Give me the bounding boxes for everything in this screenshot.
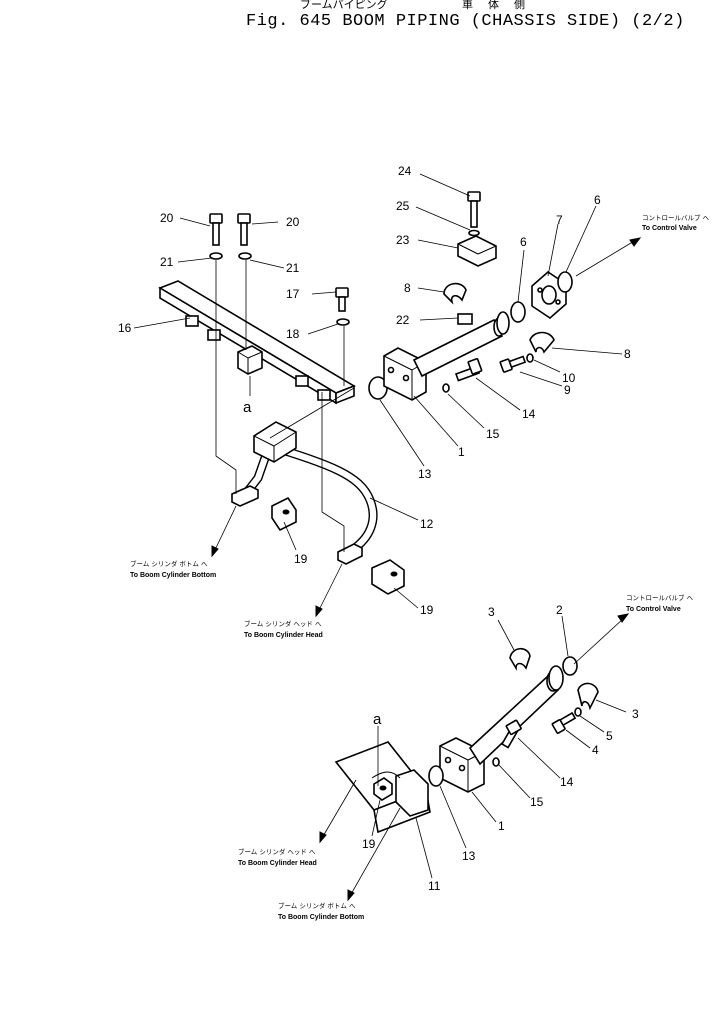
upper-assembly bbox=[133, 173, 642, 618]
callout-21: 21 bbox=[160, 255, 174, 269]
o-ring-6-inner bbox=[510, 301, 526, 323]
figure-title: Fig. 645 BOOM PIPING (CHASSIS SIDE) (2/2… bbox=[246, 12, 685, 31]
title-jp-fragment: 側 bbox=[514, 0, 525, 11]
callout-a: a bbox=[373, 711, 382, 728]
callout-6: 6 bbox=[520, 235, 527, 249]
callout-17: 17 bbox=[286, 287, 300, 301]
dest-control-valve-jp: コントロールバルブ へ bbox=[626, 593, 694, 602]
callout-1: 1 bbox=[458, 445, 465, 459]
o-ring-6-outer bbox=[557, 271, 573, 293]
bolt-20-left bbox=[209, 213, 223, 260]
pipe-block-11 bbox=[334, 741, 431, 834]
callout-20: 20 bbox=[160, 211, 174, 225]
callout-22: 22 bbox=[396, 313, 410, 327]
flange-tube-assembly-lower bbox=[439, 665, 564, 793]
o-ring-2 bbox=[562, 656, 578, 676]
callout-19: 19 bbox=[294, 552, 308, 566]
callout-12: 12 bbox=[420, 517, 434, 531]
callout-20: 20 bbox=[286, 215, 300, 229]
flange-tube-assembly bbox=[383, 311, 510, 401]
dest-cyl-bottom-en: To Boom Cylinder Bottom bbox=[130, 572, 216, 579]
callout-9: 9 bbox=[564, 383, 571, 397]
destination-labels: コントロールバルブ へ To Control Valve コントロールバルブ へ… bbox=[130, 213, 710, 921]
clamp-bar bbox=[158, 280, 356, 405]
callouts-upper: 24 25 23 8 22 7 6 6 8 10 9 14 15 1 13 12… bbox=[118, 164, 631, 617]
dest-control-valve-jp: コントロールバルブ へ bbox=[642, 213, 710, 222]
bolt-20-right bbox=[237, 213, 252, 260]
title-jp-fragment: 車 bbox=[462, 0, 473, 11]
callout-3: 3 bbox=[488, 605, 495, 619]
half-flange-3-upper bbox=[509, 647, 531, 671]
bolt-14-15-lower bbox=[492, 719, 522, 767]
dest-cyl-head-jp: ブーム シリンダ ヘッド へ bbox=[238, 847, 316, 856]
callout-8: 8 bbox=[624, 347, 631, 361]
callout-3: 3 bbox=[632, 707, 639, 721]
callout-15: 15 bbox=[530, 795, 544, 809]
half-flange-8-lower bbox=[529, 331, 555, 354]
callout-6: 6 bbox=[594, 193, 601, 207]
split-flange-23 bbox=[457, 191, 497, 267]
dest-cyl-bottom-jp: ブーム シリンダ ボトム へ bbox=[130, 559, 208, 568]
bolt-4-5 bbox=[551, 707, 582, 734]
half-flange-8-upper bbox=[443, 282, 467, 305]
callout-10: 10 bbox=[562, 371, 576, 385]
bolt-14-15 bbox=[442, 358, 483, 393]
dest-control-valve-en: To Control Valve bbox=[642, 225, 697, 232]
callout-13: 13 bbox=[418, 467, 432, 481]
callouts-lower: 3 2 3 5 4 14 15 1 13 19 11 a bbox=[362, 603, 639, 893]
leader-lines-upper bbox=[133, 173, 623, 609]
callout-4: 4 bbox=[592, 743, 599, 757]
o-ring-13-lower bbox=[428, 765, 444, 787]
end-fitting-bottom bbox=[231, 485, 297, 532]
callout-13: 13 bbox=[462, 849, 476, 863]
callout-23: 23 bbox=[396, 233, 410, 247]
callout-a: a bbox=[243, 399, 252, 416]
callout-16: 16 bbox=[118, 321, 132, 335]
arrow-cyl-bottom-1 bbox=[211, 505, 237, 558]
callout-2: 2 bbox=[556, 603, 563, 617]
dest-cyl-head-en: To Boom Cylinder Head bbox=[238, 860, 317, 867]
callout-19: 19 bbox=[362, 837, 376, 851]
callout-14: 14 bbox=[522, 407, 536, 421]
dest-cyl-head-jp: ブーム シリンダ ヘッド へ bbox=[244, 619, 322, 628]
half-flange-3-lower bbox=[577, 682, 599, 711]
dest-control-valve-en: To Control Valve bbox=[626, 606, 681, 613]
callout-15: 15 bbox=[486, 427, 500, 441]
callout-11: 11 bbox=[428, 879, 441, 893]
callout-1: 1 bbox=[498, 819, 505, 833]
arrow-control-valve-1 bbox=[575, 237, 642, 277]
callout-18: 18 bbox=[286, 327, 300, 341]
callout-14: 14 bbox=[560, 775, 574, 789]
callout-19: 19 bbox=[420, 603, 434, 617]
lower-assembly bbox=[319, 613, 630, 902]
dest-cyl-bottom-jp: ブーム シリンダ ボトム へ bbox=[278, 901, 356, 910]
end-fitting-head bbox=[337, 543, 405, 595]
callout-7: 7 bbox=[556, 213, 563, 227]
bolt-9-10 bbox=[499, 353, 534, 373]
dest-cyl-bottom-en: To Boom Cylinder Bottom bbox=[278, 914, 364, 921]
dest-cyl-head-en: To Boom Cylinder Head bbox=[244, 632, 323, 639]
arrow-cyl-bottom-2 bbox=[347, 807, 401, 902]
arrow-cyl-head-2 bbox=[319, 779, 357, 844]
callout-24: 24 bbox=[398, 164, 412, 178]
callout-8: 8 bbox=[404, 281, 411, 295]
leader-lines-lower bbox=[371, 615, 627, 879]
title-jp-fragment: ブームパイピング bbox=[300, 0, 388, 11]
callout-21: 21 bbox=[286, 261, 300, 275]
pipe-12 bbox=[239, 421, 378, 555]
clamp-block bbox=[237, 345, 263, 375]
bolt-17 bbox=[335, 287, 350, 326]
callout-25: 25 bbox=[396, 199, 410, 213]
block-22 bbox=[457, 313, 473, 325]
title-jp-fragment: 体 bbox=[488, 0, 499, 11]
callout-5: 5 bbox=[606, 729, 613, 743]
arrow-cyl-head-1 bbox=[315, 563, 343, 618]
arrow-control-valve-2 bbox=[573, 613, 630, 665]
